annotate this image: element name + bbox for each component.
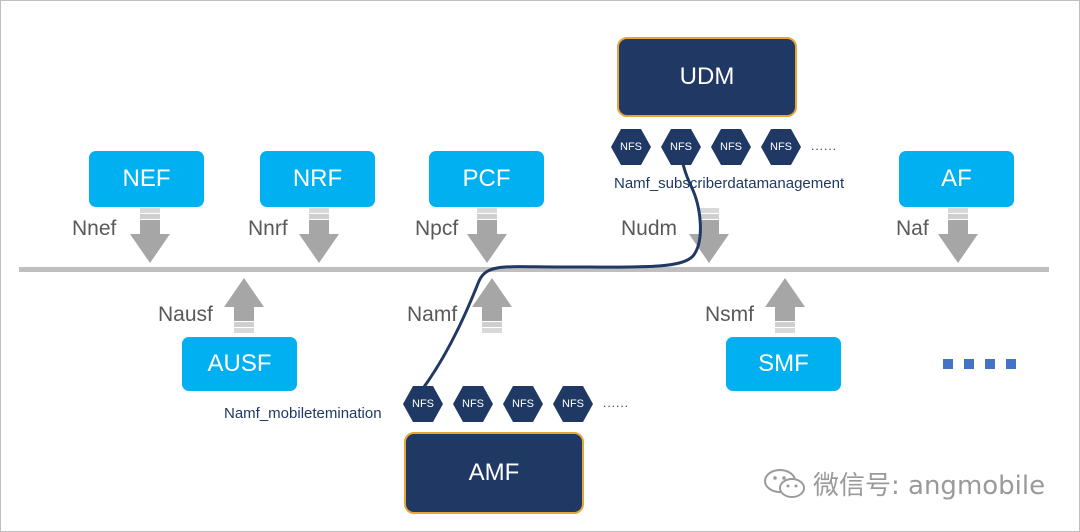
amf-nfs-hexagon: NFS <box>553 386 593 422</box>
amf-nfs-hexagon: NFS <box>403 386 443 422</box>
udm-nfs-label: NFS <box>670 141 692 153</box>
more-dot <box>1006 359 1016 369</box>
interface-label-nudm: Nudm <box>621 217 678 240</box>
amf-udm-link <box>419 150 702 392</box>
interface-label-nnef: Nnef <box>72 217 117 240</box>
amf-nfs-label: NFS <box>512 398 534 410</box>
arrow-nsmf <box>765 278 805 333</box>
udm-box[interactable]: UDM <box>617 37 797 117</box>
interface-label-naf: Naf <box>896 217 929 240</box>
arrow-nnrf <box>299 208 339 263</box>
ausf-box[interactable]: AUSF <box>182 337 297 391</box>
arrow-namf <box>472 278 512 333</box>
arrow-nausf <box>224 278 264 333</box>
interface-label-npcf: Npcf <box>415 217 459 240</box>
udm-nfs-label: NFS <box>770 141 792 153</box>
amf-nfs-label: NFS <box>412 398 434 410</box>
amf-nfs-hexagon: NFS <box>453 386 493 422</box>
amf-service-name: Namf_mobiletemination <box>224 405 382 422</box>
udm-nfs-label: NFS <box>720 141 742 153</box>
udm-nfs-hexagon: NFS <box>711 129 751 165</box>
arrow-naf <box>938 208 978 263</box>
amf-nfs-label: NFS <box>462 398 484 410</box>
udm-nfs-hexagon: NFS <box>611 129 651 165</box>
more-dot <box>964 359 974 369</box>
af-box[interactable]: AF <box>899 151 1014 207</box>
interface-label-namf: Namf <box>407 303 458 326</box>
udm-nfs-ellipsis: ...... <box>811 139 838 153</box>
service-bus <box>19 267 1049 272</box>
interface-label-nausf: Nausf <box>158 303 213 326</box>
nef-box[interactable]: NEF <box>89 151 204 207</box>
udm-service-name: Namf_subscriberdatamanagement <box>614 175 845 192</box>
amf-nfs-ellipsis: ...... <box>603 396 630 410</box>
amf-nfs-hexagon: NFS <box>503 386 543 422</box>
more-dot <box>943 359 953 369</box>
udm-nfs-label: NFS <box>620 141 642 153</box>
watermark-text: 微信号: angmobile <box>813 471 1046 501</box>
nrf-box[interactable]: NRF <box>260 151 375 207</box>
wechat-icon <box>764 468 805 498</box>
watermark: 微信号: angmobile <box>763 465 1045 502</box>
udm-nfs-hexagon: NFS <box>661 129 701 165</box>
udm-nfs-hexagon: NFS <box>761 129 801 165</box>
amf-nfs-label: NFS <box>562 398 584 410</box>
arrow-npcf <box>467 208 507 263</box>
amf-box[interactable]: AMF <box>404 432 584 514</box>
smf-box[interactable]: SMF <box>726 337 841 391</box>
more-functions-indicator <box>943 359 1019 371</box>
interface-label-nnrf: Nnrf <box>248 217 288 240</box>
interface-label-nsmf: Nsmf <box>705 303 754 326</box>
arrow-nnef <box>130 208 170 263</box>
pcf-box[interactable]: PCF <box>429 151 544 207</box>
more-dot <box>985 359 995 369</box>
